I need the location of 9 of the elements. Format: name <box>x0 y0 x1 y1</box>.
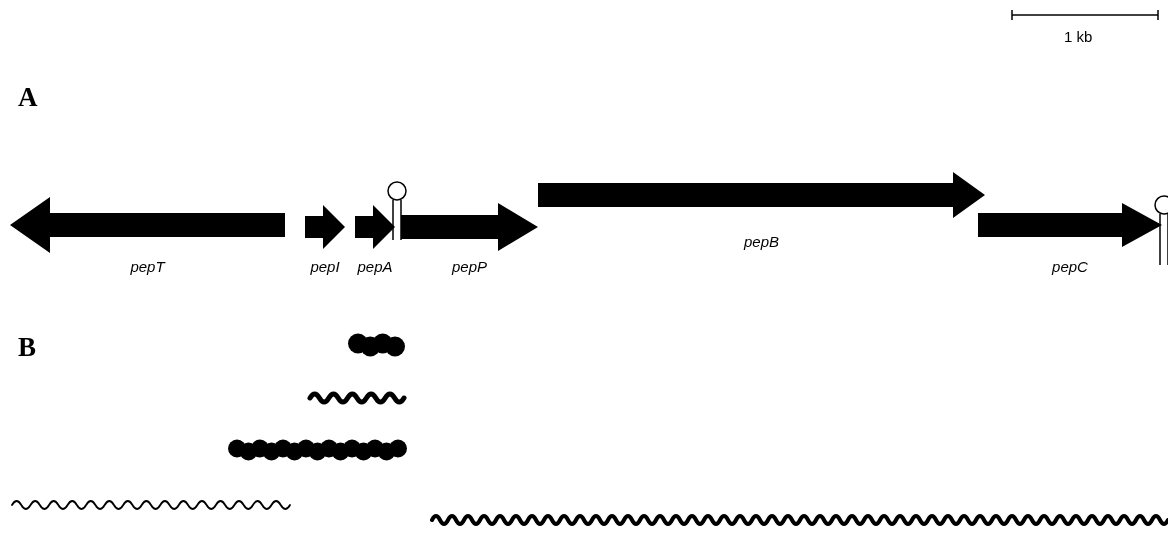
panel-label: A <box>18 82 38 113</box>
gene-name: pepA <box>357 258 393 275</box>
gene-name: pepT <box>130 258 165 275</box>
gene-name: pepC <box>1052 258 1088 275</box>
gene-name: pepI <box>310 258 340 275</box>
panel-label: B <box>18 332 36 363</box>
gene-name: pepP <box>452 258 487 275</box>
gene-name: pepB <box>744 233 779 250</box>
scale-label: 1 kb <box>1064 28 1093 45</box>
